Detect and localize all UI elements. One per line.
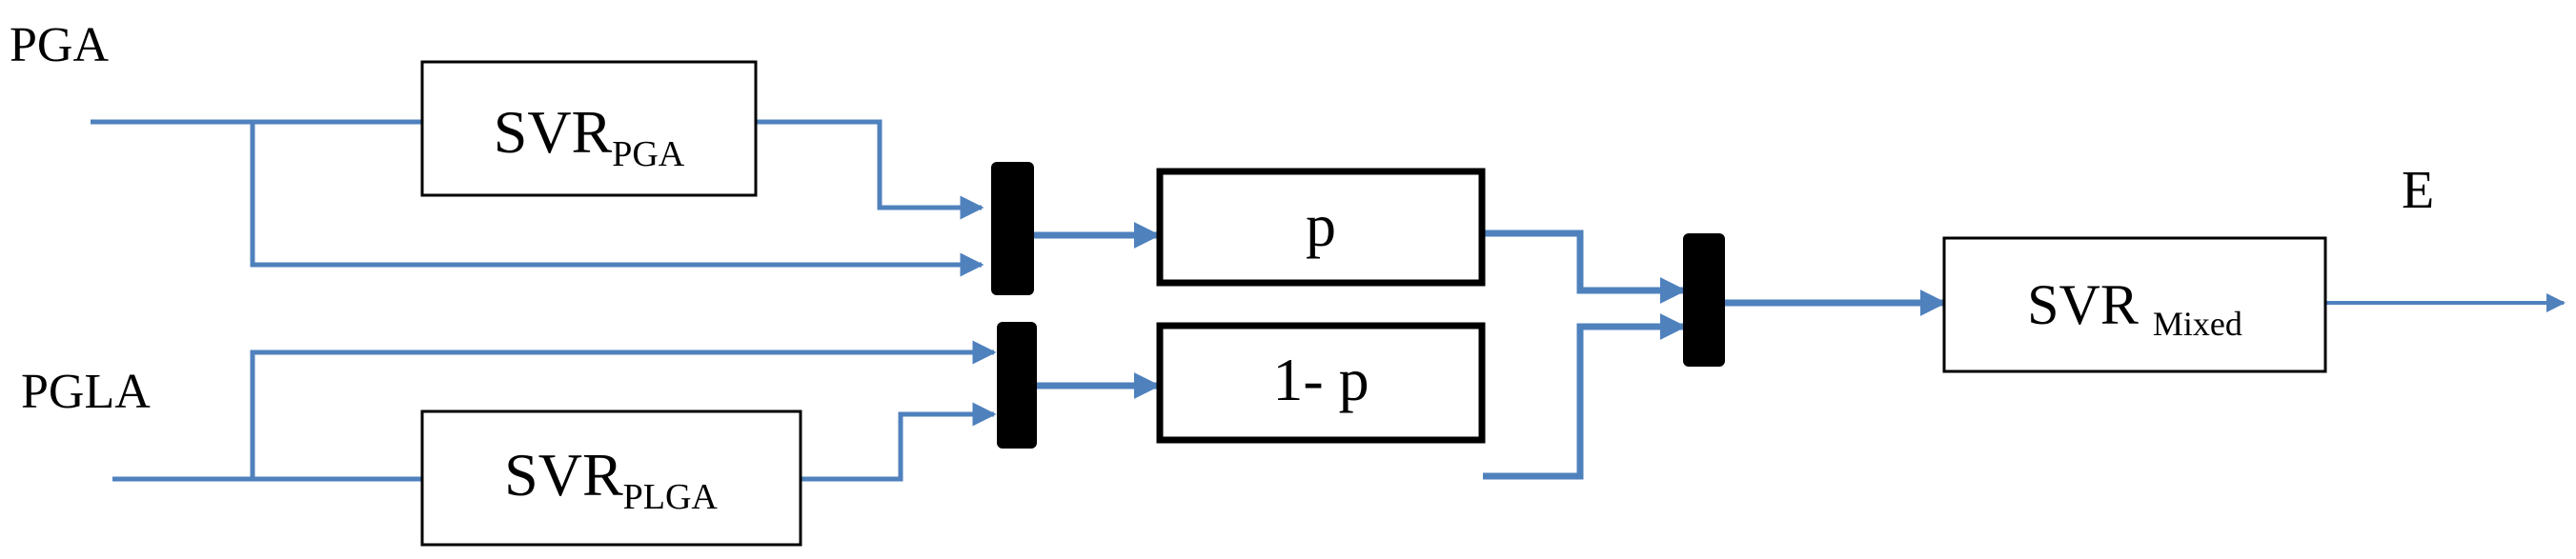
svr-plga-out-wire <box>801 402 997 482</box>
mux-bar-1 <box>991 162 1034 295</box>
mux-bar-2 <box>997 322 1037 449</box>
svr-plga-sub: PLGA <box>623 477 719 517</box>
output-label-e: E <box>2402 161 2434 220</box>
p-block: p <box>1156 168 1486 287</box>
svg-text:SVRPLGA: SVRPLGA <box>504 441 718 517</box>
svr-mixed-sub: Mixed <box>2153 305 2242 343</box>
one-minus-p-out-wire <box>1483 313 1687 480</box>
svr-mixed-base: SVR <box>2027 273 2153 336</box>
input-label-pgla: PGLA <box>21 365 151 419</box>
svr-pga-sub: PGA <box>612 134 685 174</box>
svg-text:SVRPGA: SVRPGA <box>494 98 685 174</box>
pgla-wires <box>112 340 997 482</box>
p-out-wire <box>1483 230 1687 304</box>
svr-plga-block: SVRPLGA <box>420 409 802 547</box>
svr-pga-block: SVRPGA <box>420 60 758 197</box>
svr-mixed-block: SVR Mixed <box>1942 236 2327 373</box>
input-label-pga: PGA <box>10 18 109 72</box>
svr-pga-out-wire <box>756 119 984 220</box>
one-minus-p-block: 1- p <box>1156 322 1486 444</box>
pga-bypass-wire <box>250 122 984 277</box>
svg-text:SVR Mixed: SVR Mixed <box>2027 273 2242 343</box>
p-label: p <box>1306 191 1336 259</box>
svr-plga-base: SVR <box>504 441 623 509</box>
svr-pga-base: SVR <box>494 98 613 166</box>
pga-wires <box>91 119 984 277</box>
pgla-bypass-wire <box>250 340 997 479</box>
mux-bar-3 <box>1683 233 1725 367</box>
one-minus-p-label: 1- p <box>1272 346 1369 413</box>
